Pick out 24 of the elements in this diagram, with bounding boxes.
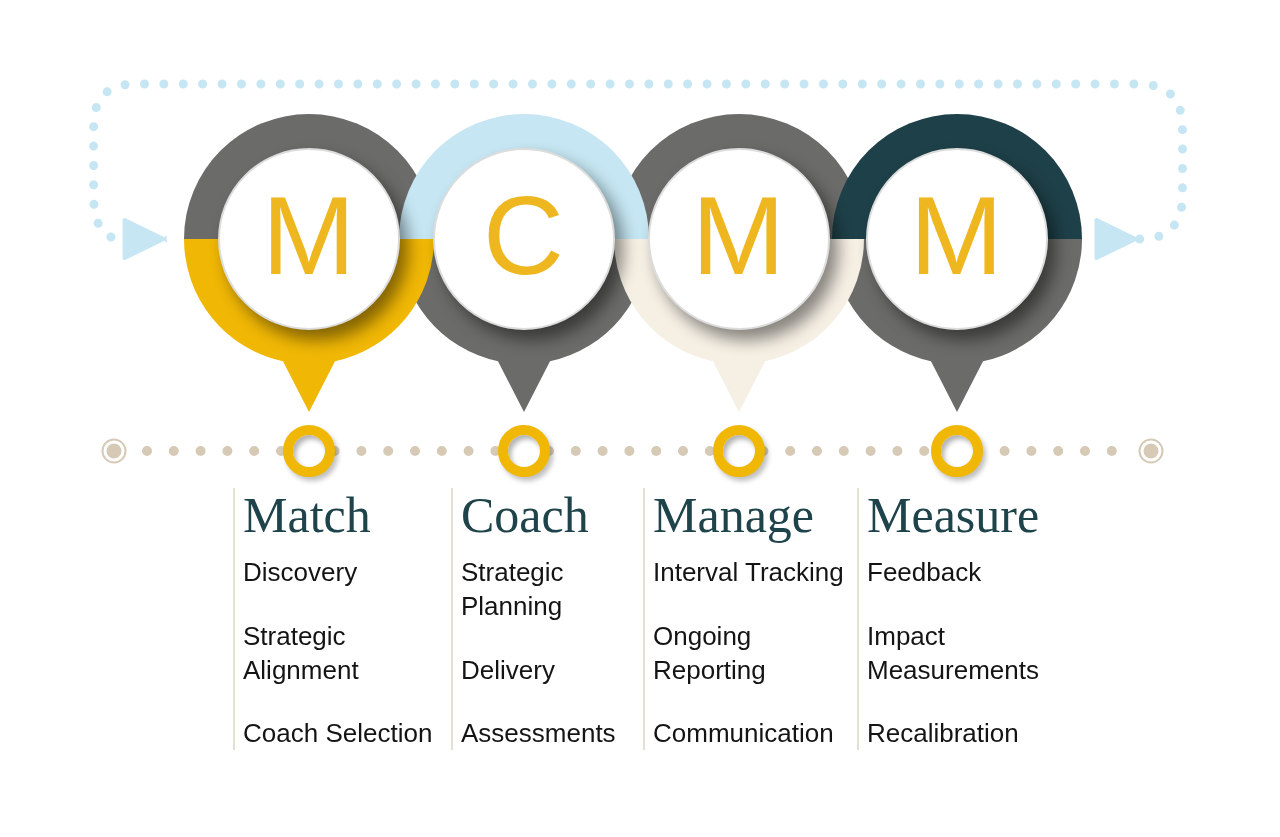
step-text: Discovery bbox=[243, 556, 358, 589]
pin-letter: M bbox=[261, 180, 356, 298]
step-text: Strategic Planning bbox=[461, 556, 565, 623]
step-text: Feedback bbox=[867, 556, 982, 589]
step-text: Recalibration bbox=[867, 717, 1019, 750]
pin-letter: C bbox=[483, 180, 564, 298]
column-heading: Match bbox=[243, 490, 371, 540]
step-text: Impact Measurements bbox=[867, 619, 1040, 687]
column-heading: Measure bbox=[867, 490, 1040, 540]
map-pin bbox=[613, 114, 864, 412]
map-pin bbox=[398, 114, 649, 412]
step-text: Interval Tracking bbox=[653, 556, 844, 589]
step-text: Delivery bbox=[461, 653, 555, 687]
pin-letter: M bbox=[909, 180, 1004, 298]
column-heading: Coach bbox=[461, 490, 589, 540]
map-pin bbox=[183, 114, 434, 412]
step-text: Ongoing Reporting bbox=[653, 619, 767, 687]
step-text: Strategic Alignment bbox=[243, 619, 360, 687]
step-text: Assessments bbox=[461, 717, 616, 750]
dotted-loop-arrow bbox=[89, 79, 1187, 260]
step-text: Communication bbox=[653, 717, 834, 750]
pin-letter: M bbox=[691, 180, 786, 298]
step-text: Coach Selection bbox=[243, 717, 433, 750]
map-pin bbox=[831, 114, 1082, 412]
